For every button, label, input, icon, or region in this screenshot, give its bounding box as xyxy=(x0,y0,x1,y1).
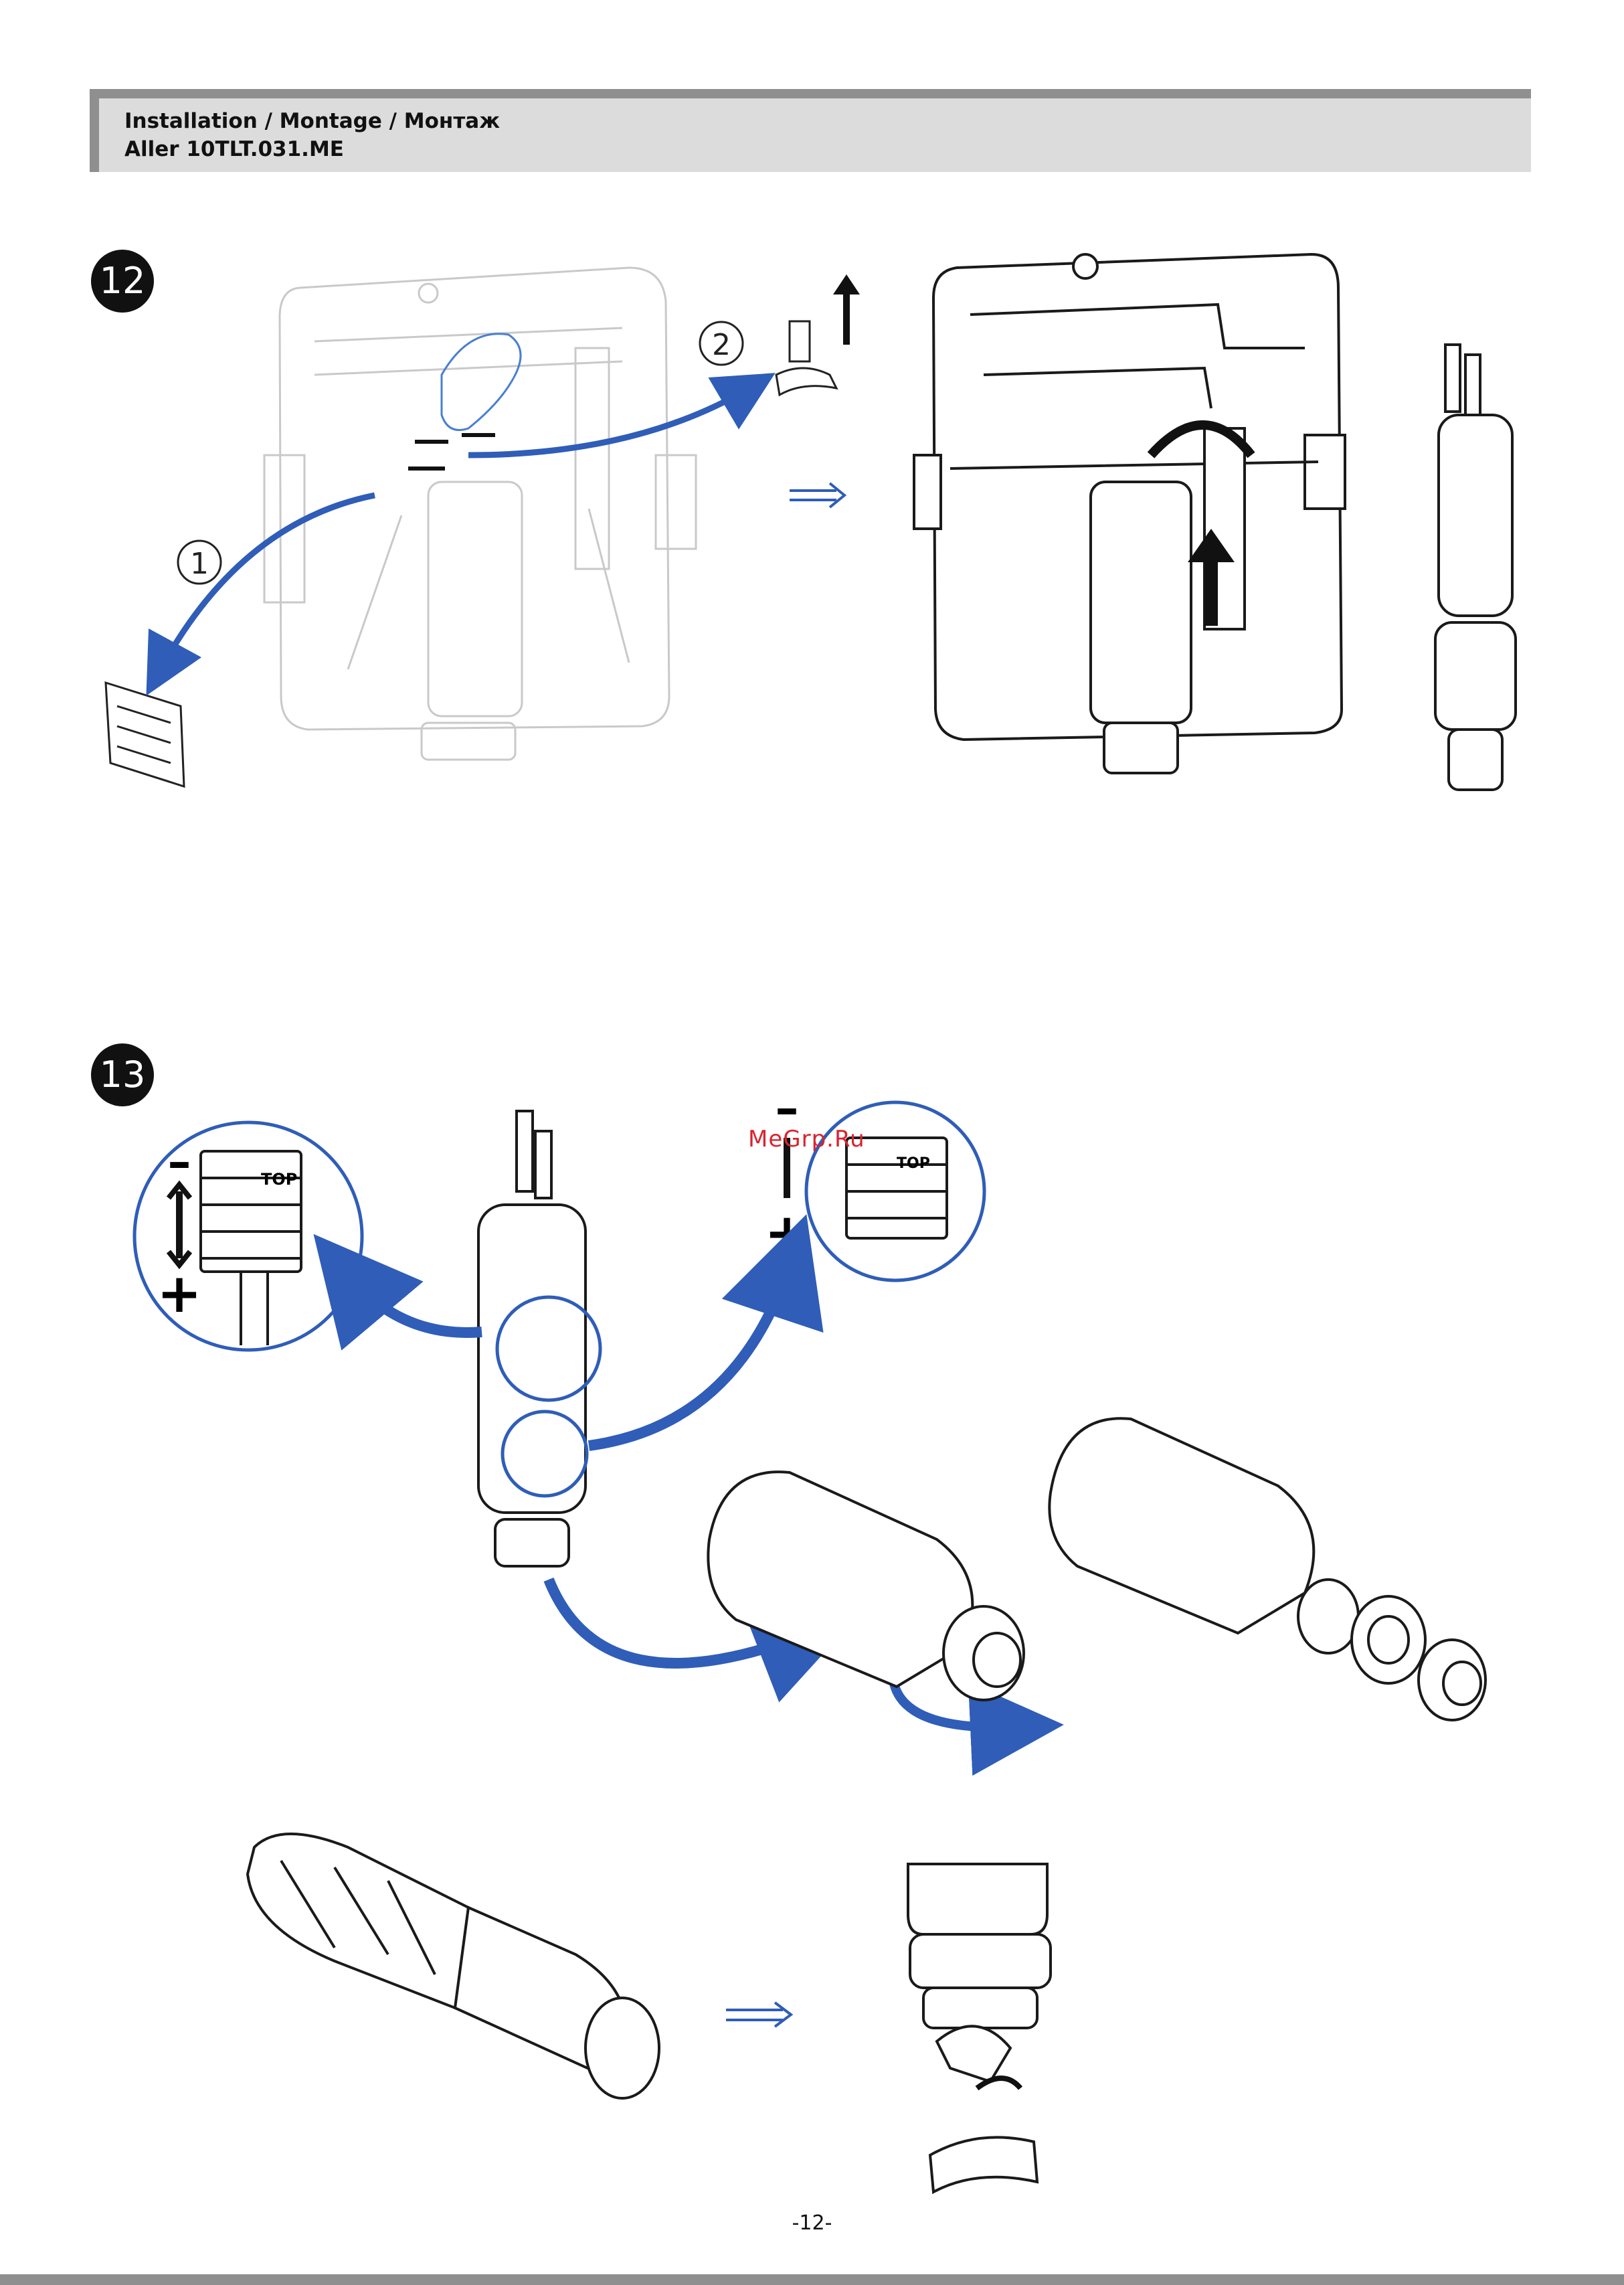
arrow-to-left-zoom xyxy=(348,1275,482,1333)
cistern-faded-drawing xyxy=(264,268,696,760)
valve-body-13 xyxy=(478,1111,585,1566)
cistern-drawing xyxy=(914,254,1345,773)
footer-bar xyxy=(0,2274,1624,2285)
plus-sign-left: + xyxy=(157,1262,201,1325)
squeeze-arrows xyxy=(408,435,495,469)
plus-sign-right: + xyxy=(764,1202,809,1264)
front-panel-part xyxy=(106,683,184,786)
filter-basket xyxy=(248,1834,659,2098)
next-arrow-12 xyxy=(790,483,844,507)
callout-2-label: 2 xyxy=(712,328,731,362)
valve-bottom-detail xyxy=(908,1864,1051,2192)
callout-1-label: 1 xyxy=(190,547,209,581)
hand-sketch xyxy=(442,334,521,430)
arrow-to-right-zoom xyxy=(589,1265,790,1446)
valve-horizontal-exploded xyxy=(1049,1418,1485,1720)
top-label-right: TOP xyxy=(897,1155,930,1172)
top-label-left: TOP xyxy=(261,1170,297,1189)
valve-horizontal-1 xyxy=(708,1472,1024,1700)
flush-valve-drawing xyxy=(1435,345,1516,790)
page-number: -12- xyxy=(0,2211,1624,2235)
watermark: MeGrp.Ru xyxy=(748,1126,865,1153)
callout-1: 1 xyxy=(178,541,221,584)
zoom-detail-left: TOP – + xyxy=(134,1122,362,1350)
callout-2: 2 xyxy=(700,322,743,365)
zoom-detail-right: TOP – + xyxy=(764,1081,984,1280)
next-arrow-13 xyxy=(726,2003,791,2027)
arrow-up-black xyxy=(833,274,860,345)
clip-part xyxy=(776,321,836,395)
